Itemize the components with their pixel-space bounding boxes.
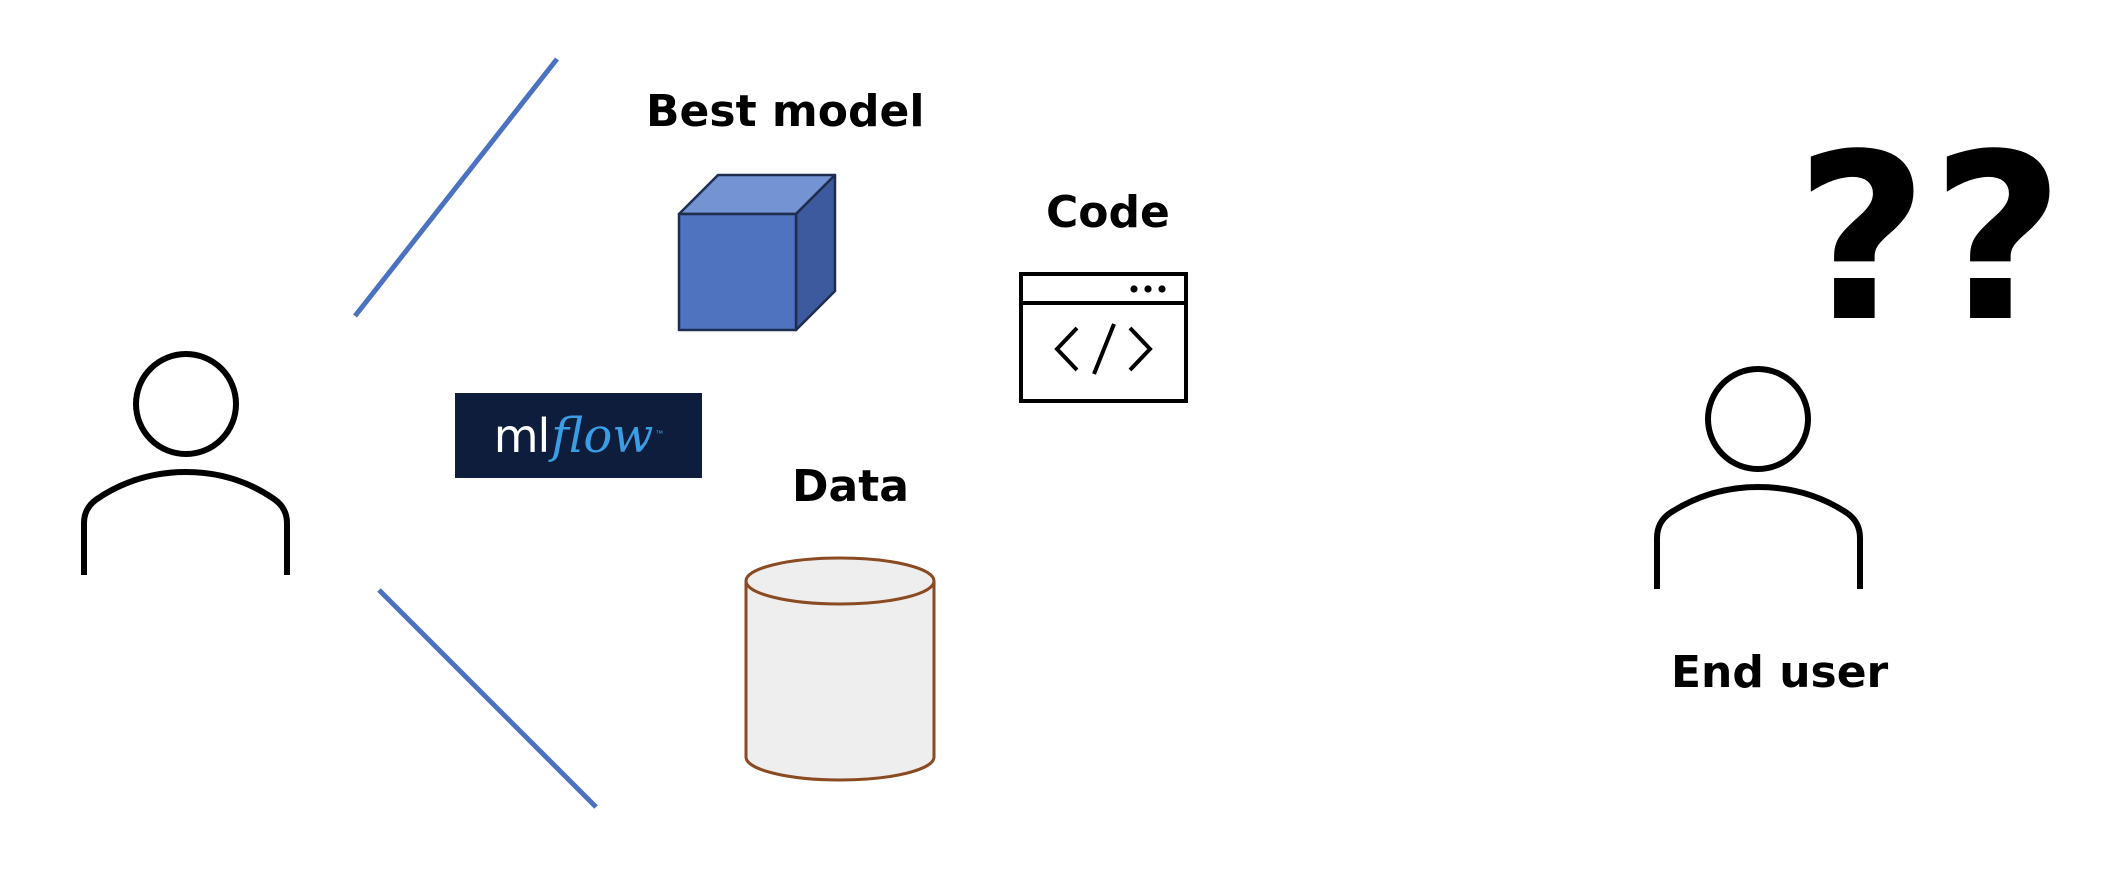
question-mark-2: ? [1931,106,2065,373]
connector-line-upper [353,57,559,318]
data-scientist-person-icon [81,351,290,575]
mlflow-logo: ml flow ™ [455,393,702,478]
database-cylinder-icon [744,556,936,782]
cube-icon [677,173,837,332]
mlflow-logo-ml: ml [493,408,551,463]
data-label: Data [792,461,909,512]
code-window-icon [1019,272,1188,403]
code-label: Code [1046,187,1170,238]
question-mark-1: ? [1795,106,1929,373]
connector-line-lower [377,588,598,809]
end-user-person-icon [1654,366,1863,589]
best-model-label: Best model [646,86,925,137]
end-user-label: End user [1671,647,1889,698]
mlflow-logo-flow: flow [551,407,654,464]
mlflow-logo-tm: ™ [655,429,664,438]
